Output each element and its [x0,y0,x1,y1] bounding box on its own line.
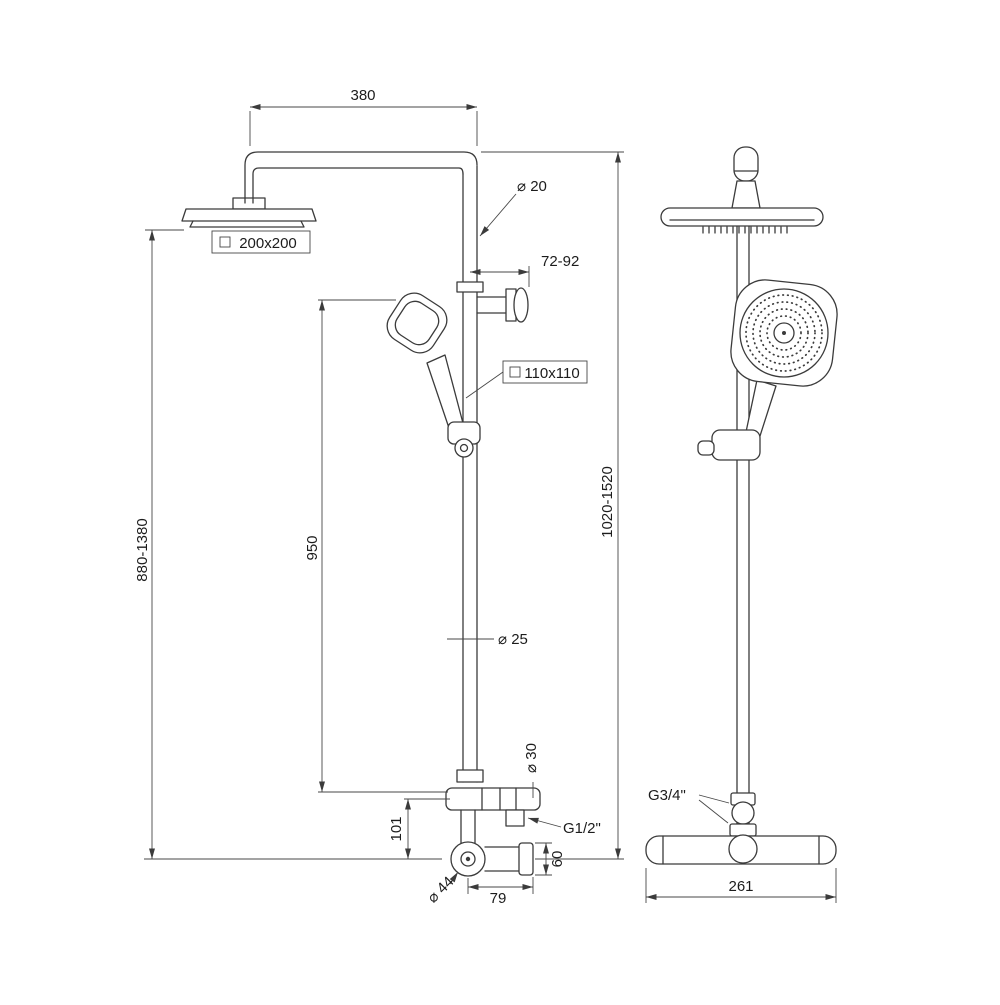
dim-380-label: 380 [350,87,375,104]
dim-20-label: ⌀ 20 [517,178,547,195]
dim-knob-44: ⌀ 44 [424,871,459,906]
side-mixer-body [645,834,837,865]
square-symbol [509,366,521,378]
dim-261: 261 [645,868,837,903]
dim-1020-1520-label: 1020-1520 [599,466,616,538]
front-view: 200x200 110x110 [134,87,624,907]
dim-1020-1520: 1020-1520 [481,151,624,860]
square-symbol [219,236,231,248]
dim-950-label: 950 [304,535,321,560]
dim-44-label: ⌀ 44 [424,873,457,906]
dim-79: 79 [467,877,534,907]
dim-101-label: 101 [388,816,405,841]
nozzle-ticks [702,226,788,234]
side-hand-shower [697,279,838,461]
hose-outlet [505,809,525,827]
dim-880-1380-label: 880-1380 [134,518,151,581]
rain-shower-head: 200x200 [181,208,317,254]
dim-60: 60 [535,842,566,876]
head-size-label: 200x200 [239,235,297,252]
hand-shower: 110x110 [386,292,588,458]
dim-outlet-30: ⌀ 30 [523,743,540,798]
dim-950: 950 [304,299,448,793]
dim-pipe-20: ⌀ 20 [479,178,547,237]
label-g12: G1/2" [527,817,601,837]
dim-72-92: 72-92 [470,253,579,287]
dim-60-label: 60 [549,851,566,868]
dim-25-label: ⌀ 25 [498,631,528,648]
side-rain-head [660,207,824,234]
shower-arm [232,151,478,210]
g34-label: G3/4" [648,787,686,804]
dim-101: 101 [388,798,450,859]
riser-pipe [462,165,478,783]
label-g34: G3/4" [648,787,730,824]
mixer-valve [445,769,541,827]
dim-380: 380 [249,87,478,146]
holder-knob [697,440,715,456]
hand-size-label: 110x110 [524,365,579,382]
diverter-knob [450,809,486,877]
dim-pipe-25: ⌀ 25 [447,631,528,648]
dim-30-label: ⌀ 30 [523,743,540,773]
side-view: G3/4" 261 [645,146,838,903]
side-arm-connector [731,146,761,209]
dim-880-1380: 880-1380 [134,229,442,860]
dim-72-92-label: 72-92 [541,253,579,270]
g12-label: G1/2" [563,820,601,837]
spout [484,842,534,876]
wall-bracket [456,281,529,323]
dim-79-label: 79 [490,890,507,907]
supply-connections [729,792,757,837]
side-holder [711,429,761,461]
dim-261-label: 261 [728,878,753,895]
